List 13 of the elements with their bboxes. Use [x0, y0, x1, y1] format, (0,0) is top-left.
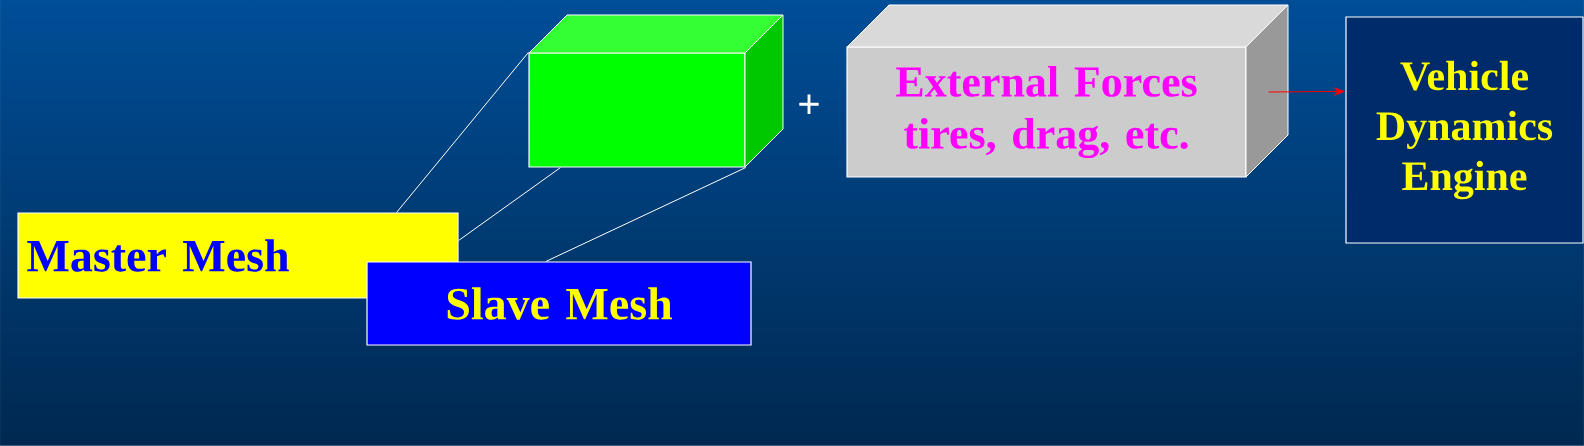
box-text: Vehicle Dynamics Engine	[1376, 60, 1553, 200]
cube	[846, 4, 1289, 178]
cube	[528, 14, 784, 168]
box-text: Master Mesh	[27, 239, 289, 272]
engine-box	[1345, 16, 1584, 244]
box-text: External Forces tires, drag, etc.	[896, 65, 1197, 159]
arrow	[1268, 87, 1345, 96]
mesh-box	[366, 261, 752, 346]
connector-line	[545, 167, 747, 262]
box-text: Slave Mesh	[447, 287, 673, 320]
plus-sign: +	[799, 94, 819, 114]
connector-line	[458, 167, 561, 241]
connector-line	[396, 51, 529, 213]
